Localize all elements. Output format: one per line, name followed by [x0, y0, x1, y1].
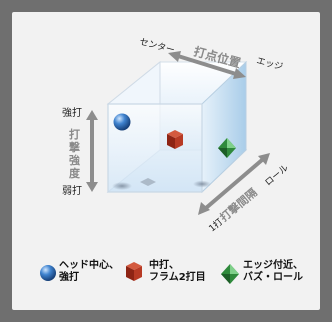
svg-text:撃: 撃	[69, 140, 80, 154]
legend-cube-icon	[126, 262, 142, 281]
legend-line1: 中打、	[149, 260, 179, 271]
cube-shadow	[140, 178, 156, 186]
svg-text:打: 打	[69, 127, 80, 141]
legend-line1: ヘッド中心、	[59, 260, 119, 271]
legend-item-edge: エッジ付近、 バズ・ロール	[243, 260, 303, 284]
green-diamond-icon	[218, 138, 236, 158]
legend-line2: 強打	[59, 272, 79, 283]
legend-diamond-icon	[221, 264, 239, 284]
legend-line2: バズ・ロール	[243, 272, 303, 283]
interval-arrow	[198, 153, 270, 215]
transparent-cube	[106, 60, 248, 194]
legend-line1: エッジ付近、	[243, 260, 303, 271]
svg-text:強: 強	[69, 153, 80, 167]
svg-text:度: 度	[69, 166, 81, 180]
position-right-label: エッジ	[255, 56, 284, 73]
strength-axis-label: 打 撃 強 度	[69, 127, 81, 180]
legend-sphere-icon	[40, 265, 56, 281]
red-cube-icon	[167, 130, 183, 149]
sphere-shadow	[112, 182, 132, 190]
position-arrow	[168, 51, 246, 79]
diamond-shadow	[193, 180, 211, 188]
legend-item-mid-stroke: 中打、 フラム2打目	[149, 260, 206, 284]
strength-top-label: 強打	[62, 106, 82, 119]
legend-item-head-center: ヘッド中心、 強打	[59, 260, 119, 284]
legend-line2: フラム2打目	[149, 272, 206, 283]
strength-bottom-label: 弱打	[62, 184, 82, 197]
blue-sphere-icon	[113, 113, 131, 131]
position-left-label: センター	[138, 36, 176, 56]
strength-arrow	[86, 110, 98, 192]
interval-far-label: ロール	[264, 163, 291, 188]
